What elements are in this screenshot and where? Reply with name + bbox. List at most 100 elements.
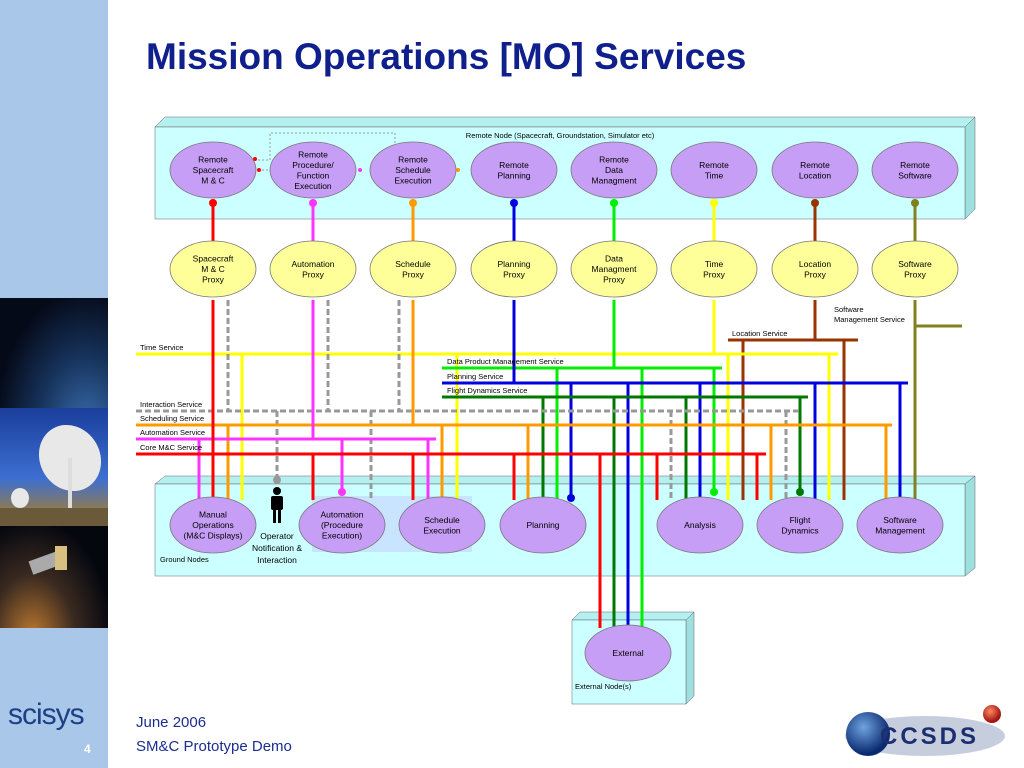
ground-node-label: (Procedure [321, 520, 363, 530]
svg-text:CCSDS: CCSDS [880, 723, 979, 750]
software-service-label-2: Management Service [834, 315, 905, 324]
proxy-node-label: Proxy [603, 275, 625, 285]
ground-node-ellipse [499, 496, 587, 554]
ground-node-5: Analysis [656, 496, 744, 554]
proxy-node-label: Spacecraft [193, 254, 234, 264]
ground-node-label: (M&C Displays) [183, 531, 242, 541]
remote-node-label: Execution [394, 176, 432, 186]
remote-node-ellipse [269, 141, 357, 199]
ground-node-ellipse [398, 496, 486, 554]
operator-label-1: Operator [260, 531, 294, 541]
scheduling-service-label: Scheduling Service [140, 414, 204, 423]
ccsds-logo: CCSDS [845, 705, 1005, 756]
location-service-label: Location Service [732, 329, 787, 338]
ground-node-label: Management [875, 525, 925, 535]
proxy-node-label: Time [705, 259, 724, 269]
remote-node-label: Procedure/ [292, 160, 334, 170]
earth-photo [0, 298, 108, 408]
remote-node-label: Remote [198, 155, 228, 165]
ground-node-label: Schedule [424, 515, 460, 525]
satellite-icon [28, 546, 67, 575]
proxy-node-label: Proxy [703, 269, 725, 279]
time-service-label: Time Service [140, 343, 183, 352]
proxy-node-label: Proxy [202, 275, 224, 285]
core-mc-service-label: Core M&C Service [140, 443, 202, 452]
remote-node-label: Software [898, 170, 932, 180]
ground-node-ellipse [756, 496, 844, 554]
data-product-service-label: Data Product Management Service [447, 357, 564, 366]
ground-node-label: Operations [192, 520, 234, 530]
satellite-photo [0, 526, 108, 628]
proxy-node-label: M & C [201, 264, 225, 274]
proxy-node-ellipse [470, 240, 558, 298]
remote-region-label: Remote Node (Spacecraft, Groundstation, … [466, 131, 655, 140]
remote-node-label: M & C [201, 176, 225, 186]
remote-node-label: Function [297, 170, 330, 180]
proxy-node-label: Proxy [904, 269, 926, 279]
service-buses [136, 300, 962, 628]
remote-node-label: Remote [699, 160, 729, 170]
remote-node-label: Remote [599, 155, 629, 165]
ground-node-ellipse [656, 496, 744, 554]
automation-service-label: Automation Service [140, 428, 205, 437]
planning-service-label: Planning Service [447, 372, 503, 381]
page-title: Mission Operations [MO] Services [146, 36, 747, 77]
remote-to-proxy-links [209, 199, 919, 243]
ground-node-label: Analysis [684, 520, 716, 530]
proxy-node-label: Proxy [302, 269, 324, 279]
service-labels: Time Service Interaction Service Schedul… [140, 305, 905, 452]
operator-label-2: Notification & [252, 543, 302, 553]
operator-label-3: Interaction [257, 555, 297, 565]
flight-dynamics-service-label: Flight Dynamics Service [447, 386, 527, 395]
proxy-node-label: Location [799, 259, 831, 269]
antenna-photo [0, 408, 108, 526]
ground-node-ellipse [856, 496, 944, 554]
external-node-label: External [612, 648, 643, 658]
remote-node-ellipse [470, 141, 558, 199]
remote-node-label: Remote [398, 155, 428, 165]
proxy-node-label: Schedule [395, 259, 431, 269]
proxy-node-label: Proxy [402, 269, 424, 279]
footer-date: June 2006 [136, 714, 207, 731]
remote-node-ellipse [169, 141, 257, 199]
proxy-node-ellipse [570, 240, 658, 298]
proxy-node-label: Data [605, 254, 623, 264]
remote-node-ellipse [871, 141, 959, 199]
ground-node-label: Execution [423, 525, 461, 535]
ground-node-label: Planning [526, 520, 559, 530]
remote-node-label: Managment [592, 176, 638, 186]
remote-node-label: Data [605, 165, 623, 175]
operator-icon [271, 487, 283, 523]
ground-node-label: Manual [199, 510, 227, 520]
external-node: External [584, 624, 672, 682]
proxy-node-label: Proxy [804, 269, 826, 279]
ground-node-label: Dynamics [781, 525, 818, 535]
external-node-ellipse [584, 624, 672, 682]
ground-node-ellipse [169, 496, 257, 554]
proxy-node-label: Software [898, 259, 932, 269]
remote-node-label: Location [799, 170, 831, 180]
external-region-label: External Node(s) [575, 682, 632, 691]
remote-node-ellipse [670, 141, 758, 199]
ground-node-label: Automation [321, 510, 364, 520]
remote-node-label: Spacecraft [193, 165, 234, 175]
